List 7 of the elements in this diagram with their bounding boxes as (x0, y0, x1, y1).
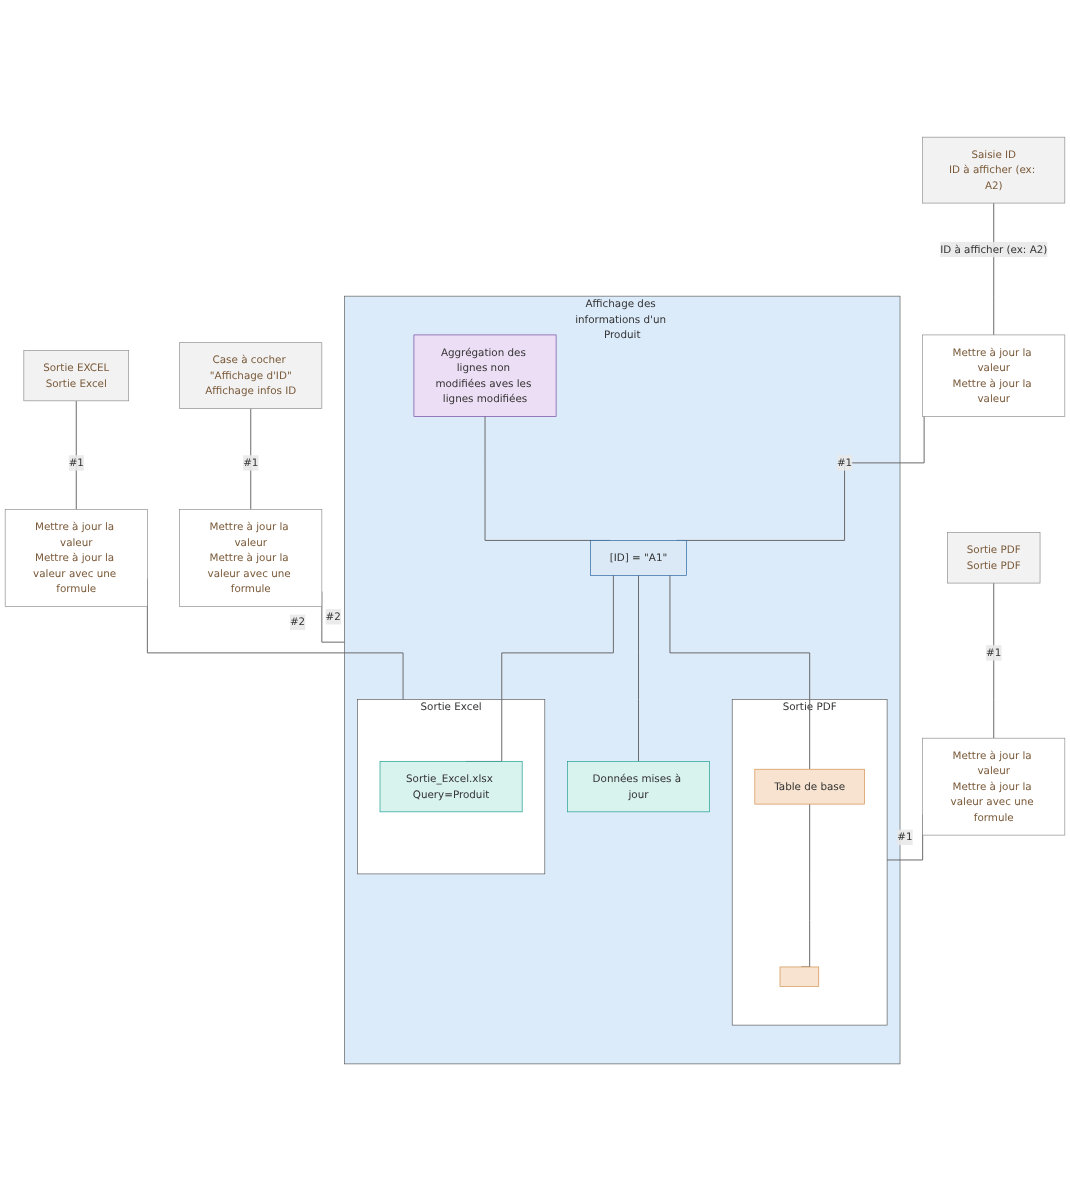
connector (250, 407, 252, 510)
connector (75, 399, 77, 510)
connector (993, 202, 995, 335)
connector (669, 574, 811, 770)
connector (993, 582, 995, 739)
node-box (779, 966, 820, 987)
connector (638, 574, 639, 762)
